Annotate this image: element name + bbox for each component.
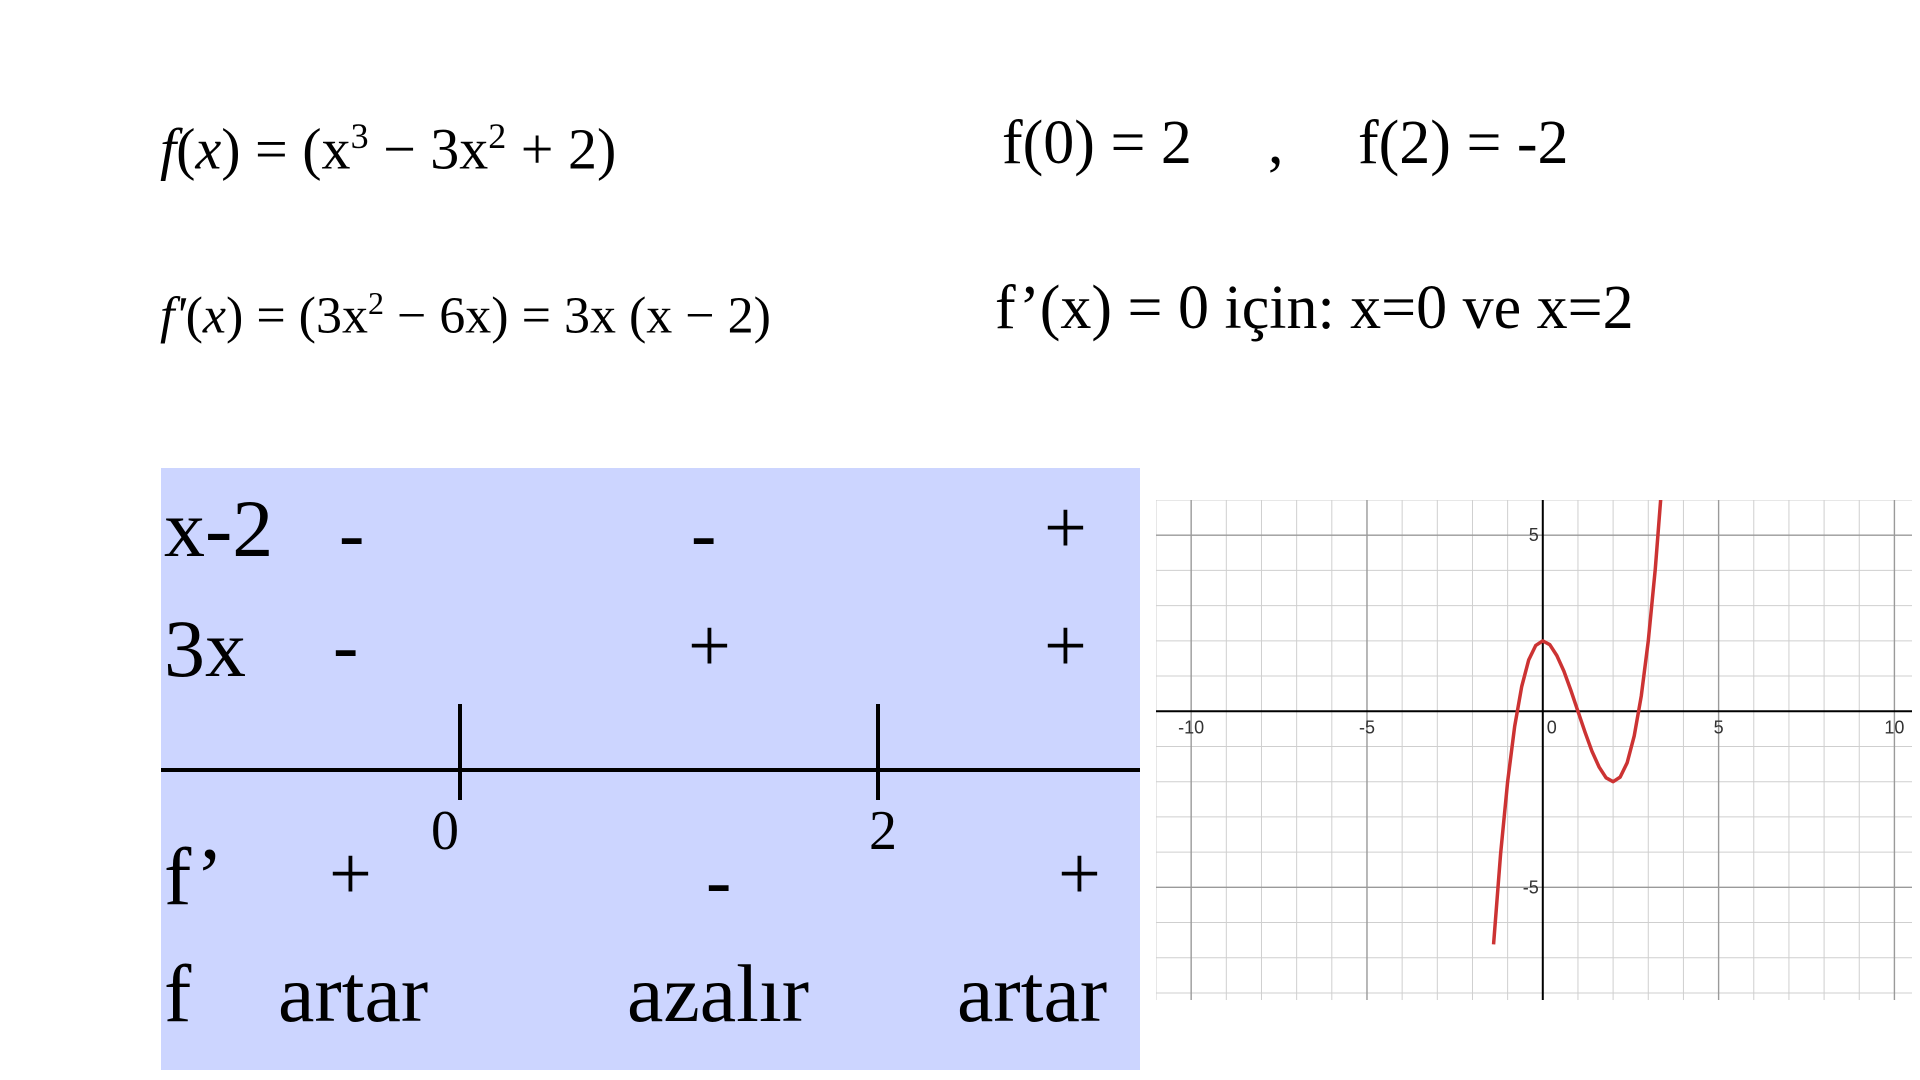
comma-separator: , bbox=[1268, 109, 1284, 177]
function-graph: -10 -5 0 5 10 5 -5 bbox=[1156, 500, 1912, 1000]
grid-minor bbox=[1156, 500, 1912, 1000]
sign-f-prime-middle: - bbox=[706, 839, 732, 923]
row-label-f-prime: f’ bbox=[164, 831, 224, 922]
row-label-f: f bbox=[164, 948, 192, 1039]
number-line bbox=[161, 768, 1140, 772]
x-tick-label: 10 bbox=[1884, 717, 1904, 737]
behavior-right: artar bbox=[957, 948, 1108, 1039]
y-tick-label: 5 bbox=[1529, 525, 1539, 545]
critical-point-zero: 0 bbox=[431, 800, 459, 862]
tick-labels: -10 -5 0 5 10 5 -5 bbox=[1178, 525, 1904, 897]
derivative-name: f' bbox=[160, 287, 186, 345]
axes bbox=[1156, 500, 1912, 1000]
behavior-left: artar bbox=[278, 948, 429, 1039]
function-equation: f(x) = (x3 − 3x2 + 2) bbox=[160, 116, 617, 182]
sign-x-minus-2-right: + bbox=[1044, 486, 1087, 570]
y-tick-label: -5 bbox=[1523, 877, 1539, 897]
f-at-zero: f(0) = 2 bbox=[1002, 109, 1192, 177]
sign-x-minus-2-left: - bbox=[339, 492, 365, 576]
function-curve bbox=[1491, 500, 1663, 945]
x-tick-label: -10 bbox=[1178, 717, 1204, 737]
sign-3x-middle: + bbox=[688, 604, 731, 688]
behavior-middle: azalır bbox=[627, 948, 810, 1039]
f-at-two: f(2) = -2 bbox=[1358, 109, 1569, 177]
grid-major bbox=[1156, 500, 1912, 1000]
function-name: f bbox=[160, 116, 177, 182]
tick-two bbox=[876, 704, 880, 800]
row-label-3x: 3x bbox=[164, 603, 246, 694]
sign-f-prime-left: + bbox=[329, 832, 372, 916]
x-tick-label: -5 bbox=[1359, 717, 1375, 737]
curve bbox=[1491, 500, 1663, 945]
sign-f-prime-right: + bbox=[1058, 832, 1101, 916]
sign-3x-right: + bbox=[1044, 604, 1087, 688]
x-tick-label: 0 bbox=[1547, 717, 1557, 737]
tick-zero bbox=[458, 704, 462, 800]
derivative-equation: f'(x) = (3x2 − 6x) = 3x (x − 2) bbox=[160, 285, 771, 345]
x-tick-label: 5 bbox=[1714, 717, 1724, 737]
sign-table: x-2 - - + 3x - + + 0 2 f’ + - + f artar … bbox=[161, 468, 1140, 1070]
row-label-x-minus-2: x-2 bbox=[164, 483, 274, 574]
critical-point-two: 2 bbox=[869, 800, 897, 862]
critical-points-note: f’(x) = 0 için: x=0 ve x=2 bbox=[995, 274, 1634, 342]
sign-x-minus-2-middle: - bbox=[691, 492, 717, 576]
function-var: x bbox=[195, 116, 222, 182]
sign-3x-left: - bbox=[333, 604, 359, 688]
